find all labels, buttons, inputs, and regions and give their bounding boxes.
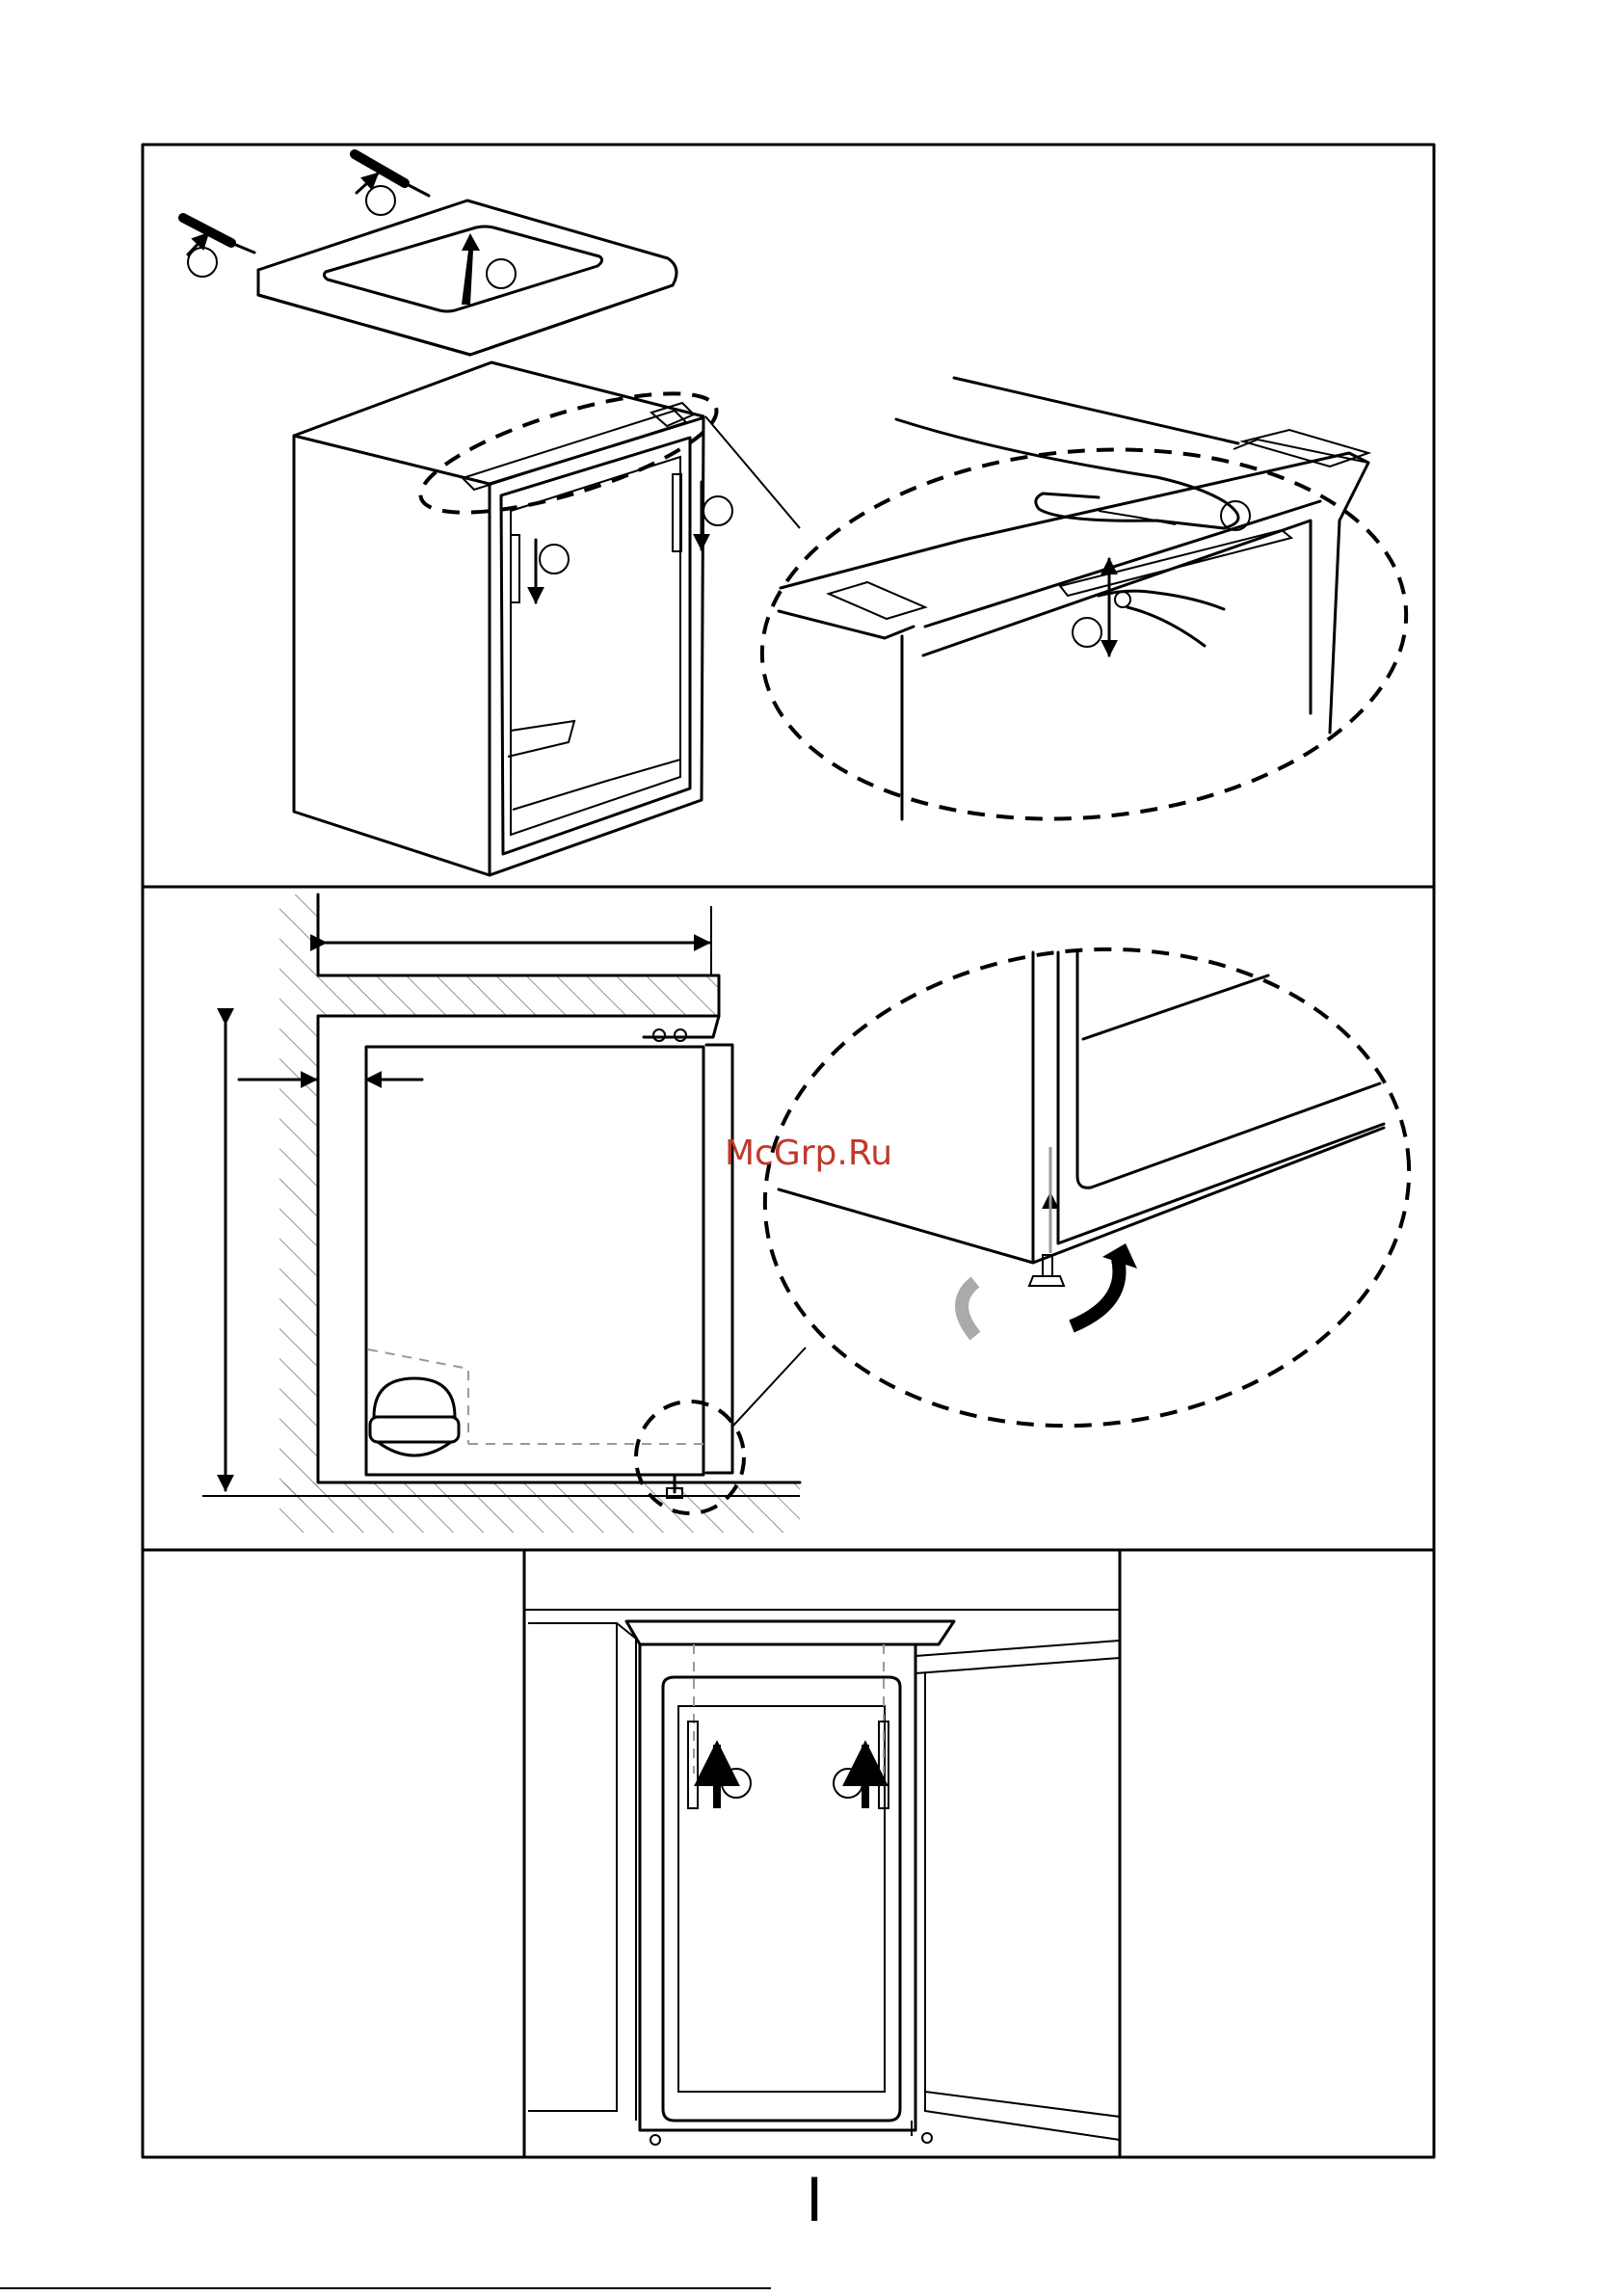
floor-hatch	[279, 1482, 800, 1533]
screw-icon	[511, 535, 569, 602]
detail-frame	[524, 1550, 1120, 2157]
counter-bracket	[626, 1621, 954, 1644]
zoom-detail	[779, 378, 1368, 819]
screw-icon	[673, 474, 732, 551]
rotate-arrow-icon	[1072, 1259, 1119, 1326]
pliers-icon	[1099, 591, 1224, 646]
zoom-detail-ellipse	[747, 424, 1422, 845]
counter-hatch	[318, 975, 719, 1016]
adjustable-foot-icon	[1029, 1276, 1064, 1286]
rotate-arrow-icon	[962, 1282, 975, 1336]
screwdriver-icon	[183, 218, 254, 277]
hand-icon	[896, 419, 1238, 528]
door-edge	[706, 1045, 732, 1473]
screw-icon	[688, 1722, 751, 1808]
leader-line	[732, 1348, 806, 1427]
fridge-body	[294, 362, 703, 875]
fridge-side	[366, 1047, 703, 1475]
leader-line	[705, 416, 800, 528]
page-number: I	[806, 2165, 823, 2235]
compressor-icon	[370, 1378, 459, 1455]
screwdriver-icon	[355, 154, 429, 215]
watermark: McGrp.Ru	[725, 1134, 892, 1173]
screw-icon	[834, 1722, 889, 1808]
fridge-front	[640, 1644, 915, 2130]
wall-hatch	[279, 894, 318, 1502]
door-open	[915, 1641, 1120, 1673]
panel-clearance-and-leveling: McGrp.Ru	[202, 894, 1433, 1533]
panel-under-counter-fixing	[524, 1550, 1120, 2157]
panel-remove-worktop	[183, 154, 1421, 875]
